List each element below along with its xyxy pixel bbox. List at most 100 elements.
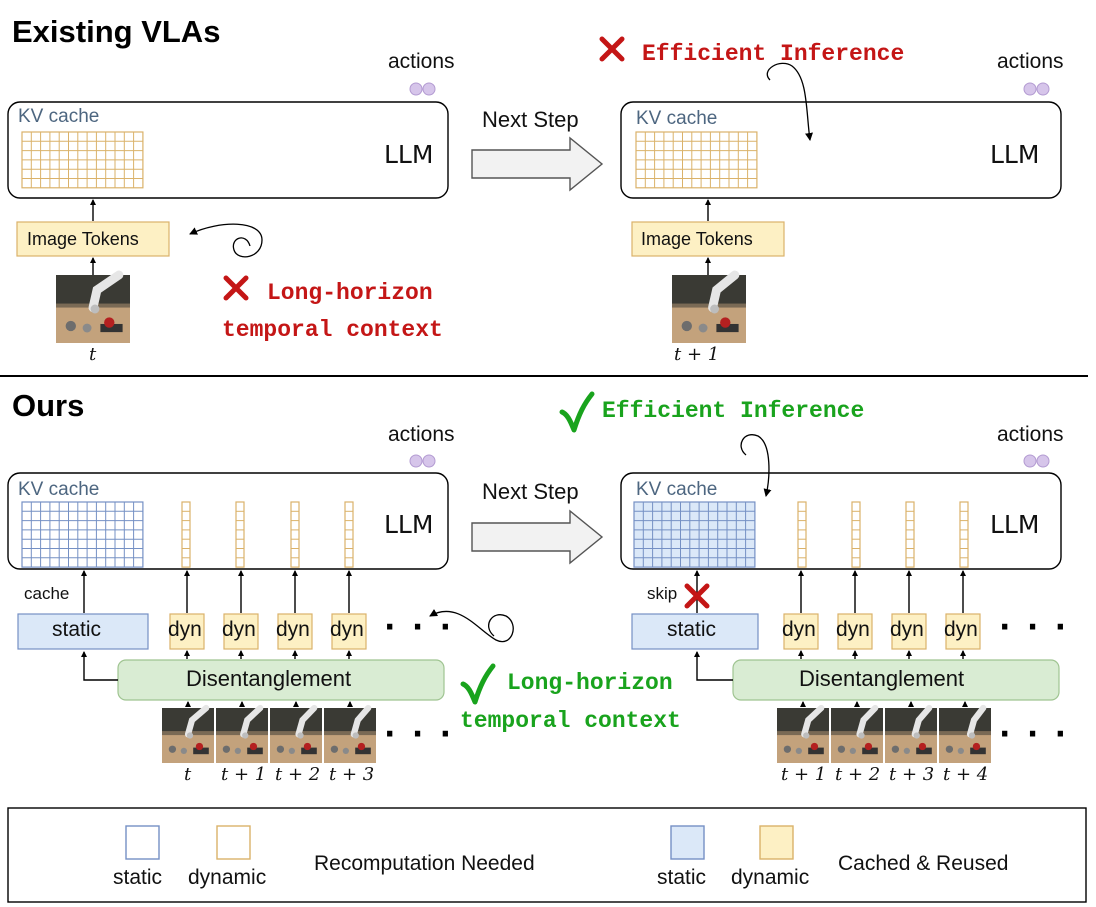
robot-frame-bottom-right-gripper [858,732,865,739]
action-dot [409,82,423,96]
cross-mark-icon [599,36,625,62]
curved-arrow-icon [766,62,813,141]
robot-frame-top-right-pot [681,320,692,332]
actions-label: actions [388,50,455,73]
kv-cache-label: KV cache [636,108,718,129]
robot-frame-top-left-gripper [90,304,100,314]
robot-frame-bottom-left-pot [276,745,285,753]
efficient-inference-missing: Efficient Inference [642,41,905,67]
robot-frame-bottom-left-gripper [186,732,194,739]
llm-label: LLM [384,510,434,539]
legend-dynamic-label: dynamic [731,866,810,889]
robot-frame-bottom-left-gripper [242,732,249,739]
frame-time-label: t + 2 [275,764,321,785]
cache-label: cache [24,584,70,603]
robot-frame-bottom-left-pot [222,745,231,753]
robot-frame-bottom-left-red-plate [303,742,312,751]
robot-frame-bottom-right-cup [957,747,964,755]
robot-frame-bottom-right-cup [903,747,910,755]
robot-frame-bottom-left-robot-arm [184,704,210,738]
dyn-token-label: dyn [890,618,924,641]
legend-cached-label: Cached & Reused [838,852,1009,875]
next-step-arrow [471,136,604,192]
efficient-inference-achieved: Efficient Inference [602,398,865,424]
curved-arrow-icon [189,223,263,258]
robot-frame-bottom-right-stove [808,747,824,755]
dyn-token-label: dyn [330,618,364,641]
dynamic-kv-column-right [905,501,915,568]
check-mark-icon [559,391,595,433]
robot-frame-bottom-right-cup [795,747,802,755]
kv-grid-right [635,131,758,189]
frame-time-label: t + 3 [329,764,375,785]
dynamic-kv-column-left [344,501,354,568]
dyn-token-label: dyn [782,618,816,641]
robot-frame-bottom-right-cup [849,747,856,755]
long-horizon-missing-line2: temporal context [222,317,443,343]
legend-dynamic-uncached-swatch [216,825,251,860]
robot-frame-top-left-stove [100,323,123,333]
next-step-label: Next Step [482,107,579,132]
robot-frame-top-right-cup [698,323,708,333]
dyn-token-box [223,613,259,650]
robot-frame-bottom-left-table-edge [324,731,376,736]
robot-frame-bottom-right [777,704,829,763]
robot-frame-bottom-left-robot-arm [350,704,372,738]
dyn-token-label: dyn [222,618,256,641]
robot-frame-top-right-gripper [710,304,719,314]
action-dot [1036,454,1050,468]
robot-frame-bottom-right-red-plate [864,742,873,751]
static-token-box-left [17,613,149,650]
robot-frame-top-left [56,270,130,343]
frame-time-label: t + 2 [835,764,881,785]
legend-box [7,807,1087,903]
static-kv-grid-right-frame [633,501,756,568]
cross-mark-icon-stroke-b [684,583,710,609]
robot-frame-bottom-right [831,704,883,763]
kv-cache-label: KV cache [18,479,100,500]
static-token-label: static [52,618,102,641]
kv-cache-label: KV cache [18,106,100,127]
robot-frame-bottom-left-gripper [352,732,359,739]
disentanglement-label: Disentanglement [186,666,352,691]
section-heading-existing: Existing VLAs [12,14,221,49]
llm-box-left [7,472,449,570]
long-horizon-achieved-line1: Long-horizon [507,670,673,696]
disentangle-to-static-arrow [694,651,733,681]
robot-frame-bottom-left-pot [168,745,177,753]
robot-frame-bottom-right-table-edge [939,731,991,736]
robot-frame-bottom-right-red-plate [918,742,927,751]
dynamic-kv-column-left-frame [290,501,300,568]
robot-frame-bottom-left-cup [234,747,241,755]
dynamic-kv-column-right [851,501,861,568]
robot-frame-bottom-left-red-plate [249,742,258,751]
disentangle-to-static-arrow [81,651,118,681]
robot-frame-top-left-robot-arm [88,270,124,313]
robot-frame-bottom-left [270,704,322,763]
long-horizon-achieved-line2: temporal context [460,708,681,734]
robot-frame-bottom-left-red-plate [195,742,204,751]
dynamic-kv-column-right-frame [851,501,861,568]
dyn-token-label: dyn [276,618,310,641]
robot-frame-top-right-red-plate [720,317,731,328]
llm-box-left [7,101,449,199]
robot-frame-bottom-left-pot [330,745,339,753]
skip-label: skip [647,584,678,603]
image-tokens-box-right [631,221,785,257]
robot-frame-bottom-left [162,704,214,763]
llm-label: LLM [384,140,434,169]
robot-frame-bottom-right-stove [862,747,878,755]
robot-frame-bottom-right-pot [945,745,954,753]
robot-frame-bottom-right-robot-arm [801,704,825,738]
robot-frame-bottom-left-stove [247,747,263,755]
ellipsis: · · · [999,610,1070,645]
frame-time-label: t [184,764,192,785]
ellipsis: · · · [999,717,1070,752]
legend-dynamic-cached-swatch [759,825,794,860]
frame-time-label: t [89,344,97,365]
next-step-label: Next Step [482,479,579,504]
curved-arrow-icon [429,609,514,643]
disentanglement-label: Disentanglement [799,666,965,691]
dynamic-kv-column-right-frame [905,501,915,568]
